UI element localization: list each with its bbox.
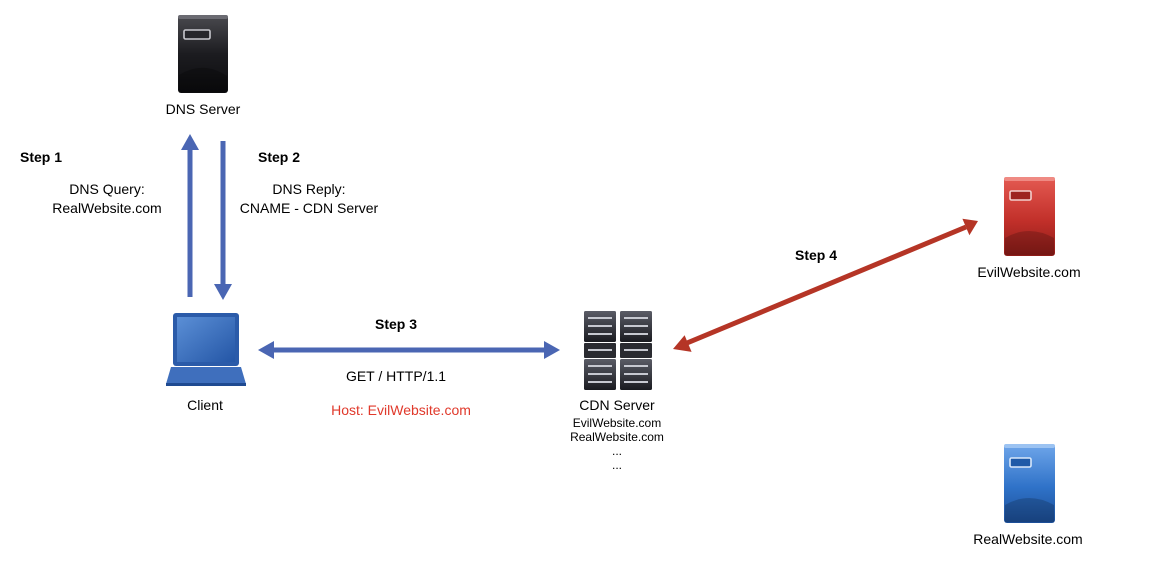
step3-host-header: Host: EvilWebsite.com	[331, 402, 471, 418]
laptop-icon	[166, 313, 246, 386]
real-server-icon	[1004, 444, 1055, 523]
step2-title: Step 2	[258, 149, 301, 165]
step3-title: Step 3	[374, 316, 417, 332]
step1-title: Step 1	[20, 149, 63, 165]
dns-server-label: DNS Server	[165, 101, 241, 117]
evil-server-icon	[1004, 177, 1055, 256]
dns-server-icon	[178, 15, 228, 93]
real-site-label: RealWebsite.com	[973, 531, 1083, 547]
step2-text-line1: DNS Reply:	[272, 181, 346, 197]
evil-site-label: EvilWebsite.com	[977, 264, 1081, 280]
step2-text-line2: CNAME - CDN Server	[239, 200, 379, 216]
step3-request-line: GET / HTTP/1.1	[345, 368, 447, 384]
arrow-step1	[181, 134, 199, 297]
cdn-hosted-item: ...	[611, 444, 622, 458]
cdn-hosted-item: ...	[611, 458, 622, 472]
cdn-server-label: CDN Server	[579, 397, 655, 413]
arrow-step3	[258, 341, 560, 359]
cdn-server-icon	[584, 311, 652, 390]
step4-title: Step 4	[794, 247, 837, 263]
client-label: Client	[187, 397, 223, 413]
step1-text-line2: RealWebsite.com	[52, 200, 162, 216]
cdn-hosted-item: RealWebsite.com	[570, 430, 664, 444]
cdn-hosted-item: EvilWebsite.com	[572, 416, 662, 430]
step1-text-line1: DNS Query:	[69, 181, 145, 197]
arrow-step4	[673, 218, 978, 352]
arrow-step2	[214, 141, 232, 300]
